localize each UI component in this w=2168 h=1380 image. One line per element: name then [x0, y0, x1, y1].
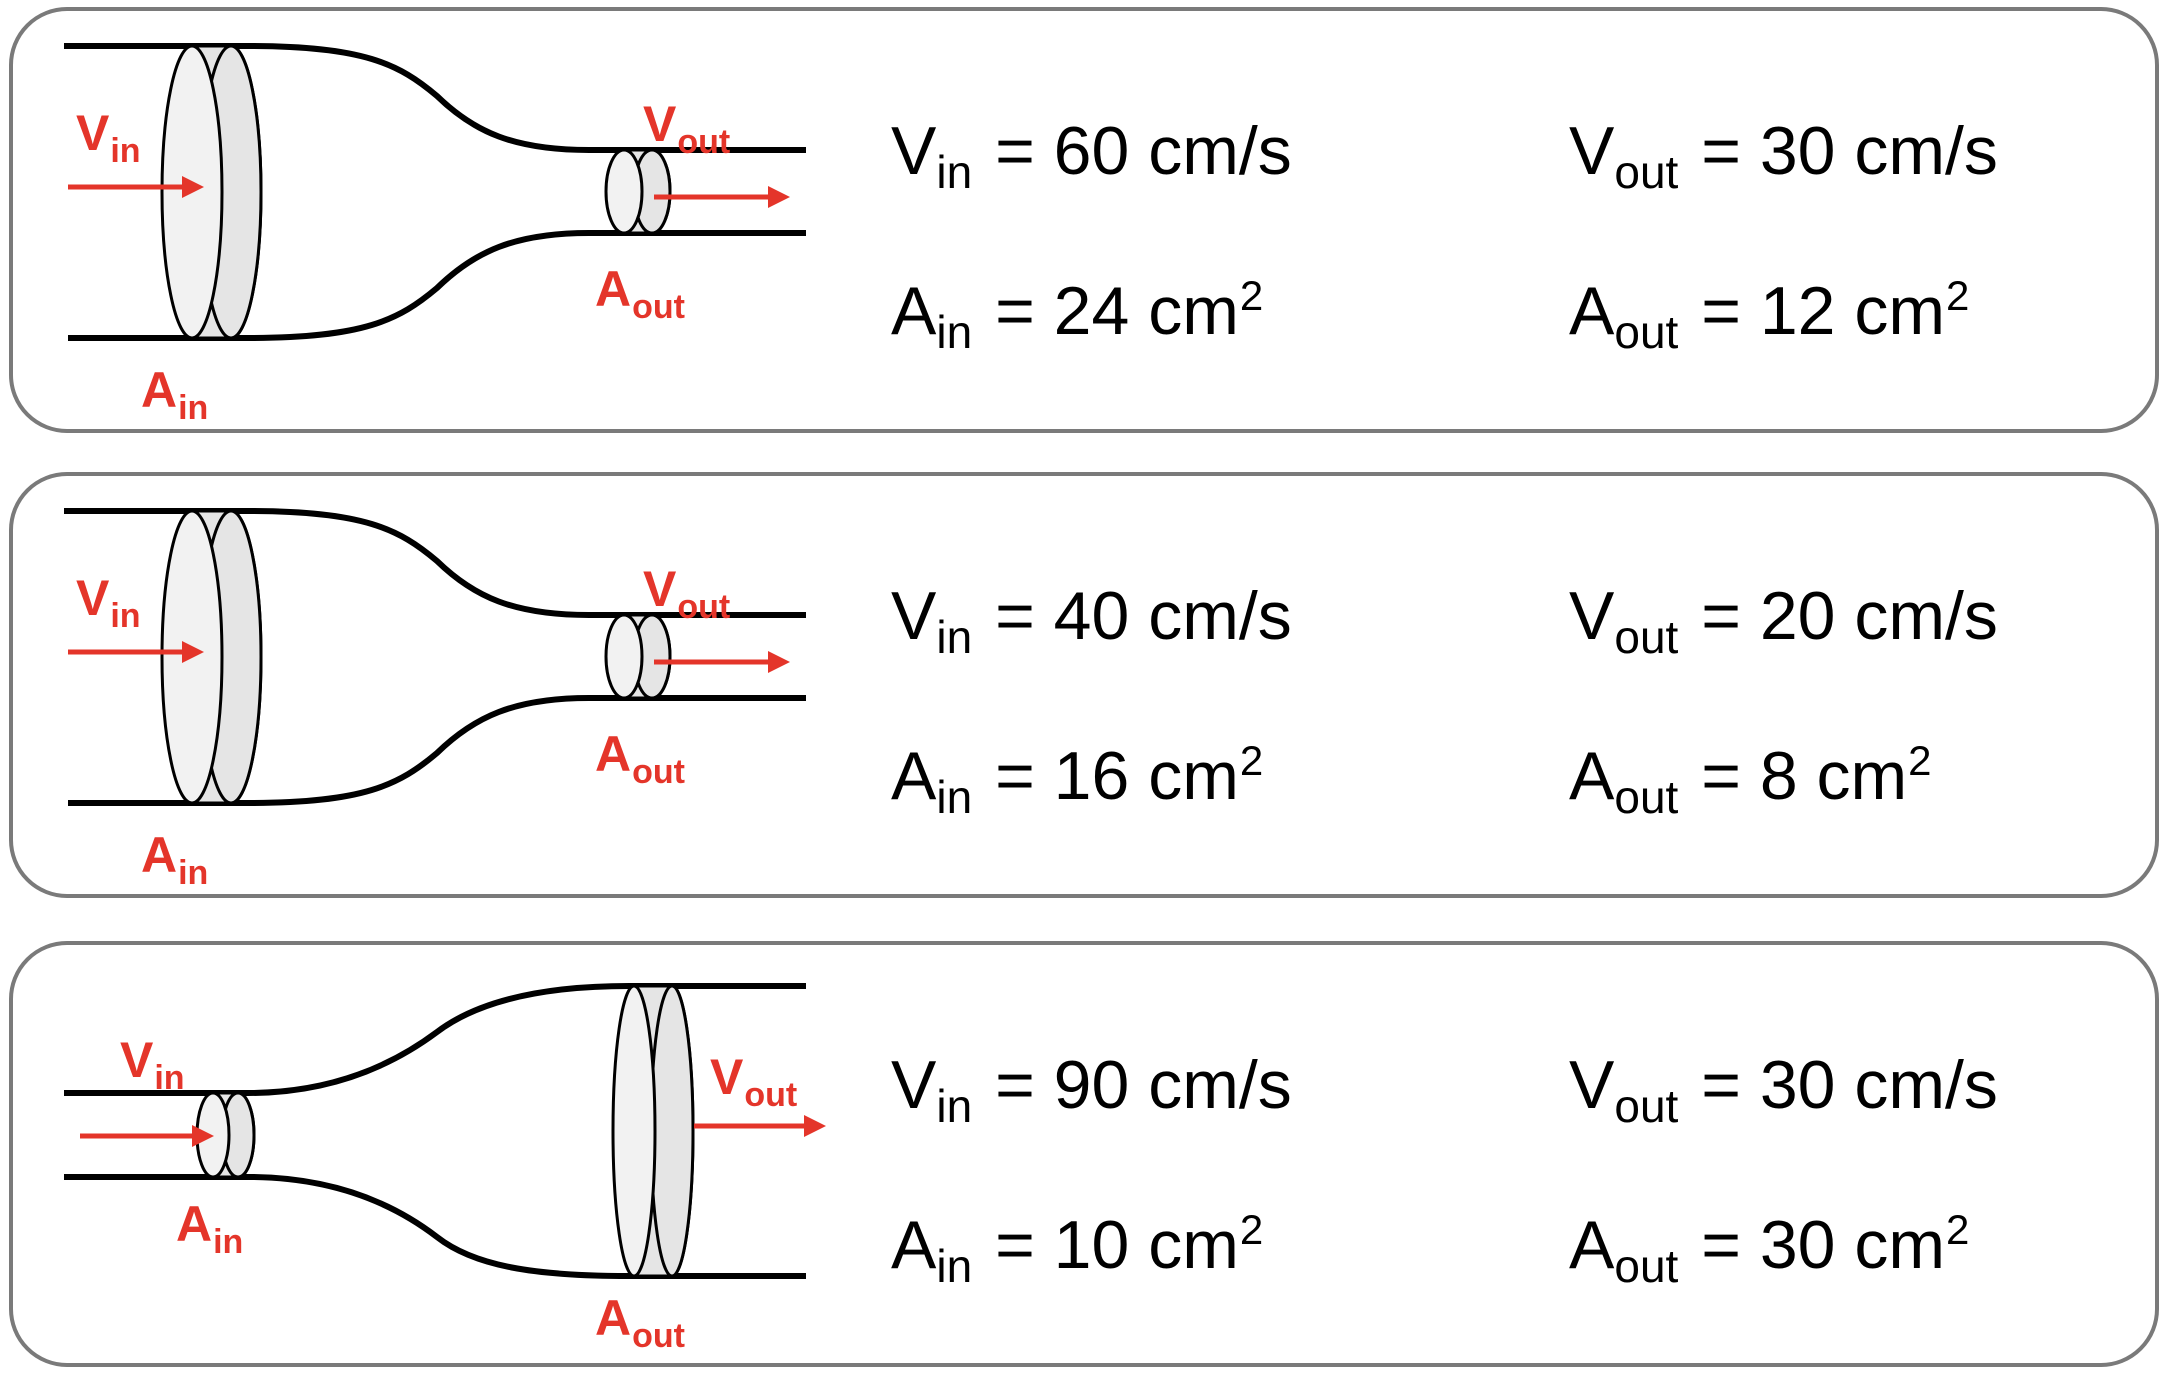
outlet-disc: [611, 984, 695, 1278]
pipe-top-wall: [64, 43, 806, 153]
a-in-label: Ain: [141, 827, 209, 892]
v-out-label: Vout: [643, 96, 731, 161]
a-out-label: Aout: [595, 726, 685, 791]
v-in-value: 40 cm/s: [1053, 578, 1292, 654]
outlet-disc: [604, 613, 672, 700]
pipe-top-wall: [64, 508, 806, 618]
panel-2: Vin Vout Aout Ain Vin = 40 cm/s Vout = 2…: [9, 472, 2159, 898]
a-in-label: Ain: [176, 1196, 244, 1261]
inlet-arrow: [68, 176, 204, 198]
v-in-equation: Vin = 40 cm/s: [891, 578, 1292, 663]
a-in-value: 10 cm: [1053, 1207, 1239, 1283]
pipe-bottom-wall: [64, 1174, 806, 1279]
panel-3: Vin Vout Ain Aout Vin = 90 cm/s Vout = 3…: [9, 941, 2159, 1367]
a-out-value: 12 cm: [1759, 273, 1945, 349]
a-out-label: Aout: [595, 261, 685, 326]
outlet-arrow: [694, 1115, 826, 1137]
v-in-value: 60 cm/s: [1053, 113, 1292, 189]
pipe-diagram: [64, 983, 826, 1279]
a-out-equation: Aout = 8 cm2: [1569, 737, 1932, 823]
outlet-arrow: [654, 651, 790, 673]
a-in-value: 16 cm: [1053, 738, 1239, 814]
v-in-label: Vin: [76, 105, 141, 170]
inlet-disc: [195, 1091, 256, 1179]
a-out-value: 8 cm: [1759, 738, 1908, 814]
pipe-diagram: [64, 508, 806, 806]
a-out-equation: Aout = 12 cm2: [1569, 272, 1970, 358]
inlet-disc: [160, 509, 263, 805]
v-out-value: 20 cm/s: [1759, 578, 1998, 654]
v-out-equation: Vout = 30 cm/s: [1569, 1047, 1998, 1132]
inlet-disc: [160, 44, 263, 340]
pipe-top-wall: [64, 983, 806, 1096]
a-in-equation: Ain = 24 cm2: [891, 272, 1264, 358]
v-in-label: Vin: [76, 570, 141, 635]
v-out-value: 30 cm/s: [1759, 113, 1998, 189]
v-in-equation: Vin = 60 cm/s: [891, 113, 1292, 198]
v-in-label: Vin: [120, 1032, 185, 1097]
a-in-value: 24 cm: [1053, 273, 1239, 349]
v-out-value: 30 cm/s: [1759, 1047, 1998, 1123]
a-out-value: 30 cm: [1759, 1207, 1945, 1283]
a-in-equation: Ain = 16 cm2: [891, 737, 1264, 823]
a-out-label: Aout: [595, 1290, 685, 1355]
a-out-equation: Aout = 30 cm2: [1569, 1206, 1970, 1292]
pipe-bottom-wall: [68, 230, 806, 341]
v-out-equation: Vout = 30 cm/s: [1569, 113, 1998, 198]
pipe-diagram: [64, 43, 806, 341]
inlet-arrow: [68, 641, 204, 663]
panel-1: Vin Vout Aout Ain Vin = 60 cm/s Vout = 3…: [9, 7, 2159, 433]
v-in-value: 90 cm/s: [1053, 1047, 1292, 1123]
v-out-label: Vout: [710, 1049, 798, 1114]
outlet-arrow: [654, 186, 790, 208]
v-out-equation: Vout = 20 cm/s: [1569, 578, 1998, 663]
a-in-label: Ain: [141, 362, 209, 427]
a-in-equation: Ain = 10 cm2: [891, 1206, 1264, 1292]
pipe-bottom-wall: [68, 695, 806, 806]
v-in-equation: Vin = 90 cm/s: [891, 1047, 1292, 1132]
outlet-disc: [604, 148, 672, 235]
inlet-arrow: [80, 1125, 214, 1147]
v-out-label: Vout: [643, 561, 731, 626]
